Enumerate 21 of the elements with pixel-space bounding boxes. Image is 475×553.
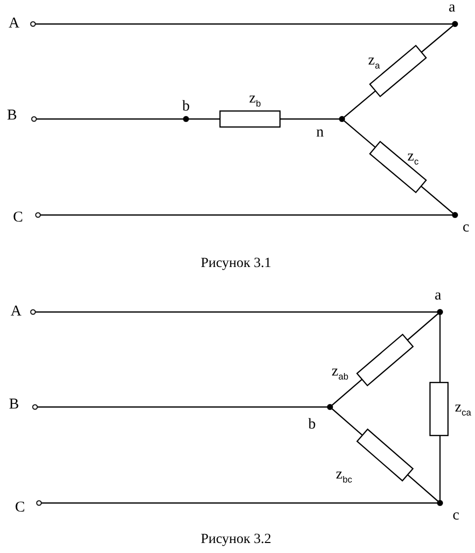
impedance-label: z$_{c}$ [407, 150, 419, 166]
figure-caption: Рисунок 3.2 [200, 533, 272, 547]
terminal-label: C [15, 500, 25, 516]
impedance-label: z$_{a}$ [368, 54, 380, 70]
figure-caption: Рисунок 3.1 [200, 257, 272, 271]
node-label: n [316, 126, 324, 140]
terminal-label: B [9, 398, 19, 412]
node-label: b [308, 418, 316, 432]
terminal-label: A [8, 16, 20, 32]
node-label: c [452, 508, 460, 524]
impedance-label: z$_{ca}$ [454, 400, 472, 418]
impedance-label: z$_{b}$ [249, 92, 261, 108]
impedance-label: z$_{bc}$ [336, 468, 352, 484]
node-label: b [182, 100, 190, 114]
terminal-label: A [10, 304, 22, 320]
node-label: a [448, 0, 456, 16]
impedance-label: z$_{ab}$ [332, 364, 348, 382]
terminal-label: C [13, 210, 23, 226]
node-label: c [462, 220, 470, 236]
node-label: a [434, 288, 442, 304]
terminal-label: B [7, 108, 17, 124]
